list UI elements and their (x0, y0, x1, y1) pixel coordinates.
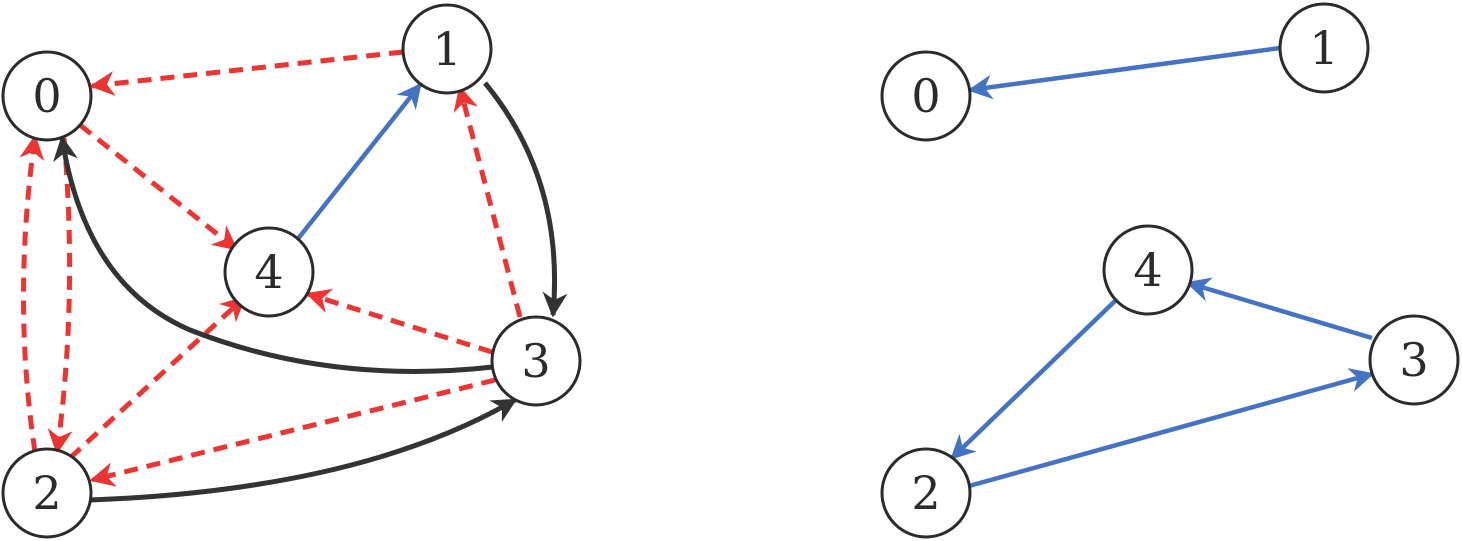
right-edge-4-to-2 (950, 299, 1117, 460)
left-edge-3-to-1 (453, 85, 523, 318)
right-node-4: 4 (1102, 224, 1194, 316)
left-graph: 0 1 4 3 2 (1, 3, 582, 539)
right-node-4-label: 4 (1133, 243, 1162, 297)
right-edge-3-to-4 (1185, 277, 1373, 341)
left-node-4: 4 (223, 226, 315, 318)
left-edge-3-to-0 (53, 135, 494, 374)
left-edge-3-to-2 (89, 377, 496, 487)
right-node-2-label: 2 (911, 466, 940, 520)
left-edge-1-to-3 (483, 81, 568, 318)
left-node-4-label: 4 (254, 245, 283, 299)
left-node-0-label: 0 (32, 69, 61, 123)
left-node-0: 0 (1, 50, 93, 142)
right-node-1: 1 (1278, 2, 1370, 94)
left-edge-4-to-1 (295, 83, 422, 242)
left-edge-2-to-4 (68, 296, 246, 460)
left-edge-0-to-2 (47, 137, 73, 455)
left-node-2-label: 2 (32, 466, 61, 520)
right-edges (950, 45, 1375, 489)
left-node-1: 1 (401, 3, 493, 95)
left-edge-1-to-0 (89, 49, 404, 96)
right-node-3: 3 (1368, 314, 1460, 406)
left-edge-3-to-4 (305, 288, 493, 355)
right-node-3-label: 3 (1399, 333, 1428, 387)
left-node-3-label: 3 (521, 334, 550, 388)
left-edges (19, 49, 568, 503)
left-node-2: 2 (1, 447, 93, 539)
right-edge-2-to-3 (968, 368, 1375, 489)
right-node-0: 0 (880, 50, 972, 142)
right-node-1-label: 1 (1309, 21, 1338, 75)
right-edge-1-to-0 (967, 45, 1281, 100)
left-edge-2-to-0 (19, 134, 45, 453)
left-edge-2-to-3 (89, 397, 518, 503)
right-node-0-label: 0 (911, 69, 940, 123)
left-edge-0-to-4 (78, 123, 238, 251)
right-node-2: 2 (880, 447, 972, 539)
right-graph: 0 1 4 3 2 (880, 2, 1460, 539)
left-node-3: 3 (490, 315, 582, 407)
left-node-1-label: 1 (432, 22, 461, 76)
